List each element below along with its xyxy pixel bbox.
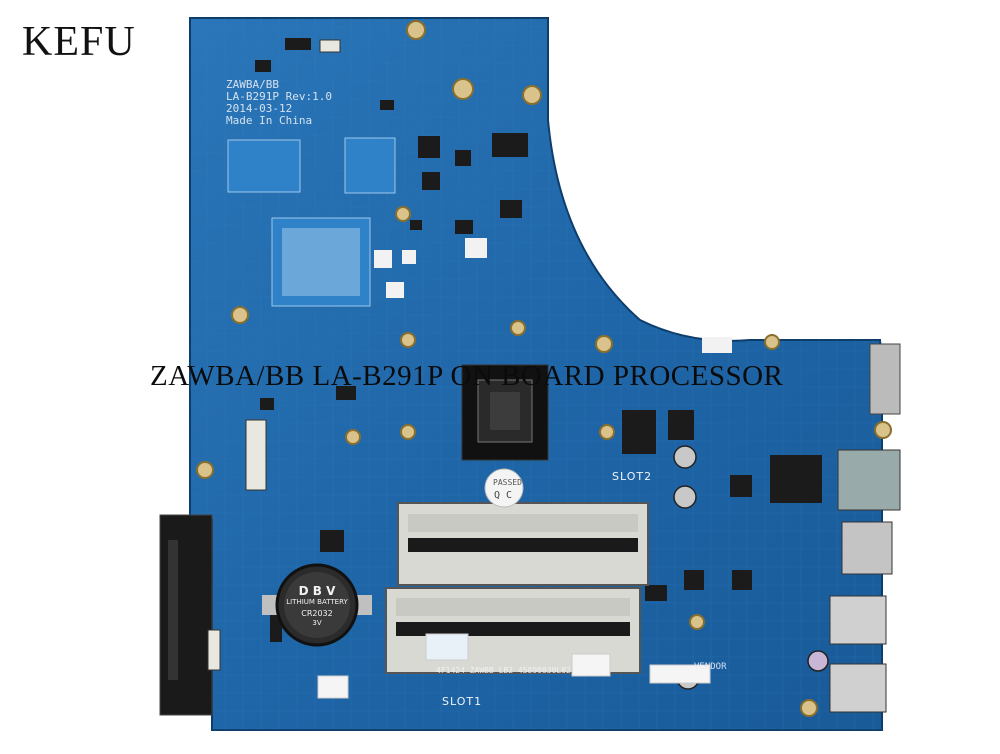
slot2-label: SLOT2 [612,470,653,483]
slot1-label: SLOT1 [442,695,483,708]
battery-brand: D B V [298,584,336,598]
labels [317,633,711,699]
silk-vendor: VENDOR [694,662,727,672]
product-caption: ZAWBA/BB LA-B291P ON BOARD PROCESSOR [150,360,784,392]
qc-passed: PASSED [493,478,522,487]
silk-model: ZAWBA/BB [226,78,279,91]
side-ports [829,343,901,713]
mounting-holes [196,20,892,717]
coin-battery [262,563,372,647]
battery-volt: 3V [312,619,322,627]
cpu-chip [461,364,549,461]
silk-board-rev: LA-B291P Rev:1.0 [226,90,332,103]
battery-type: LITHIUM BATTERY [286,598,348,606]
ram-slot-2 [397,502,649,586]
qc-sticker [484,468,524,508]
silk-label-sn: 4F1424 ZAWBB LB2 45890030L02 [436,666,571,675]
silk-date: 2014-03-12 [226,102,293,115]
silk-origin: Made In China [226,114,313,127]
fpc-connectors [207,39,341,671]
sata-connector [159,514,213,716]
brand-logo-text: KEFU [22,19,136,65]
battery-model: CR2032 [301,609,333,618]
qc-mark: Q C [494,490,513,501]
components [255,38,822,642]
